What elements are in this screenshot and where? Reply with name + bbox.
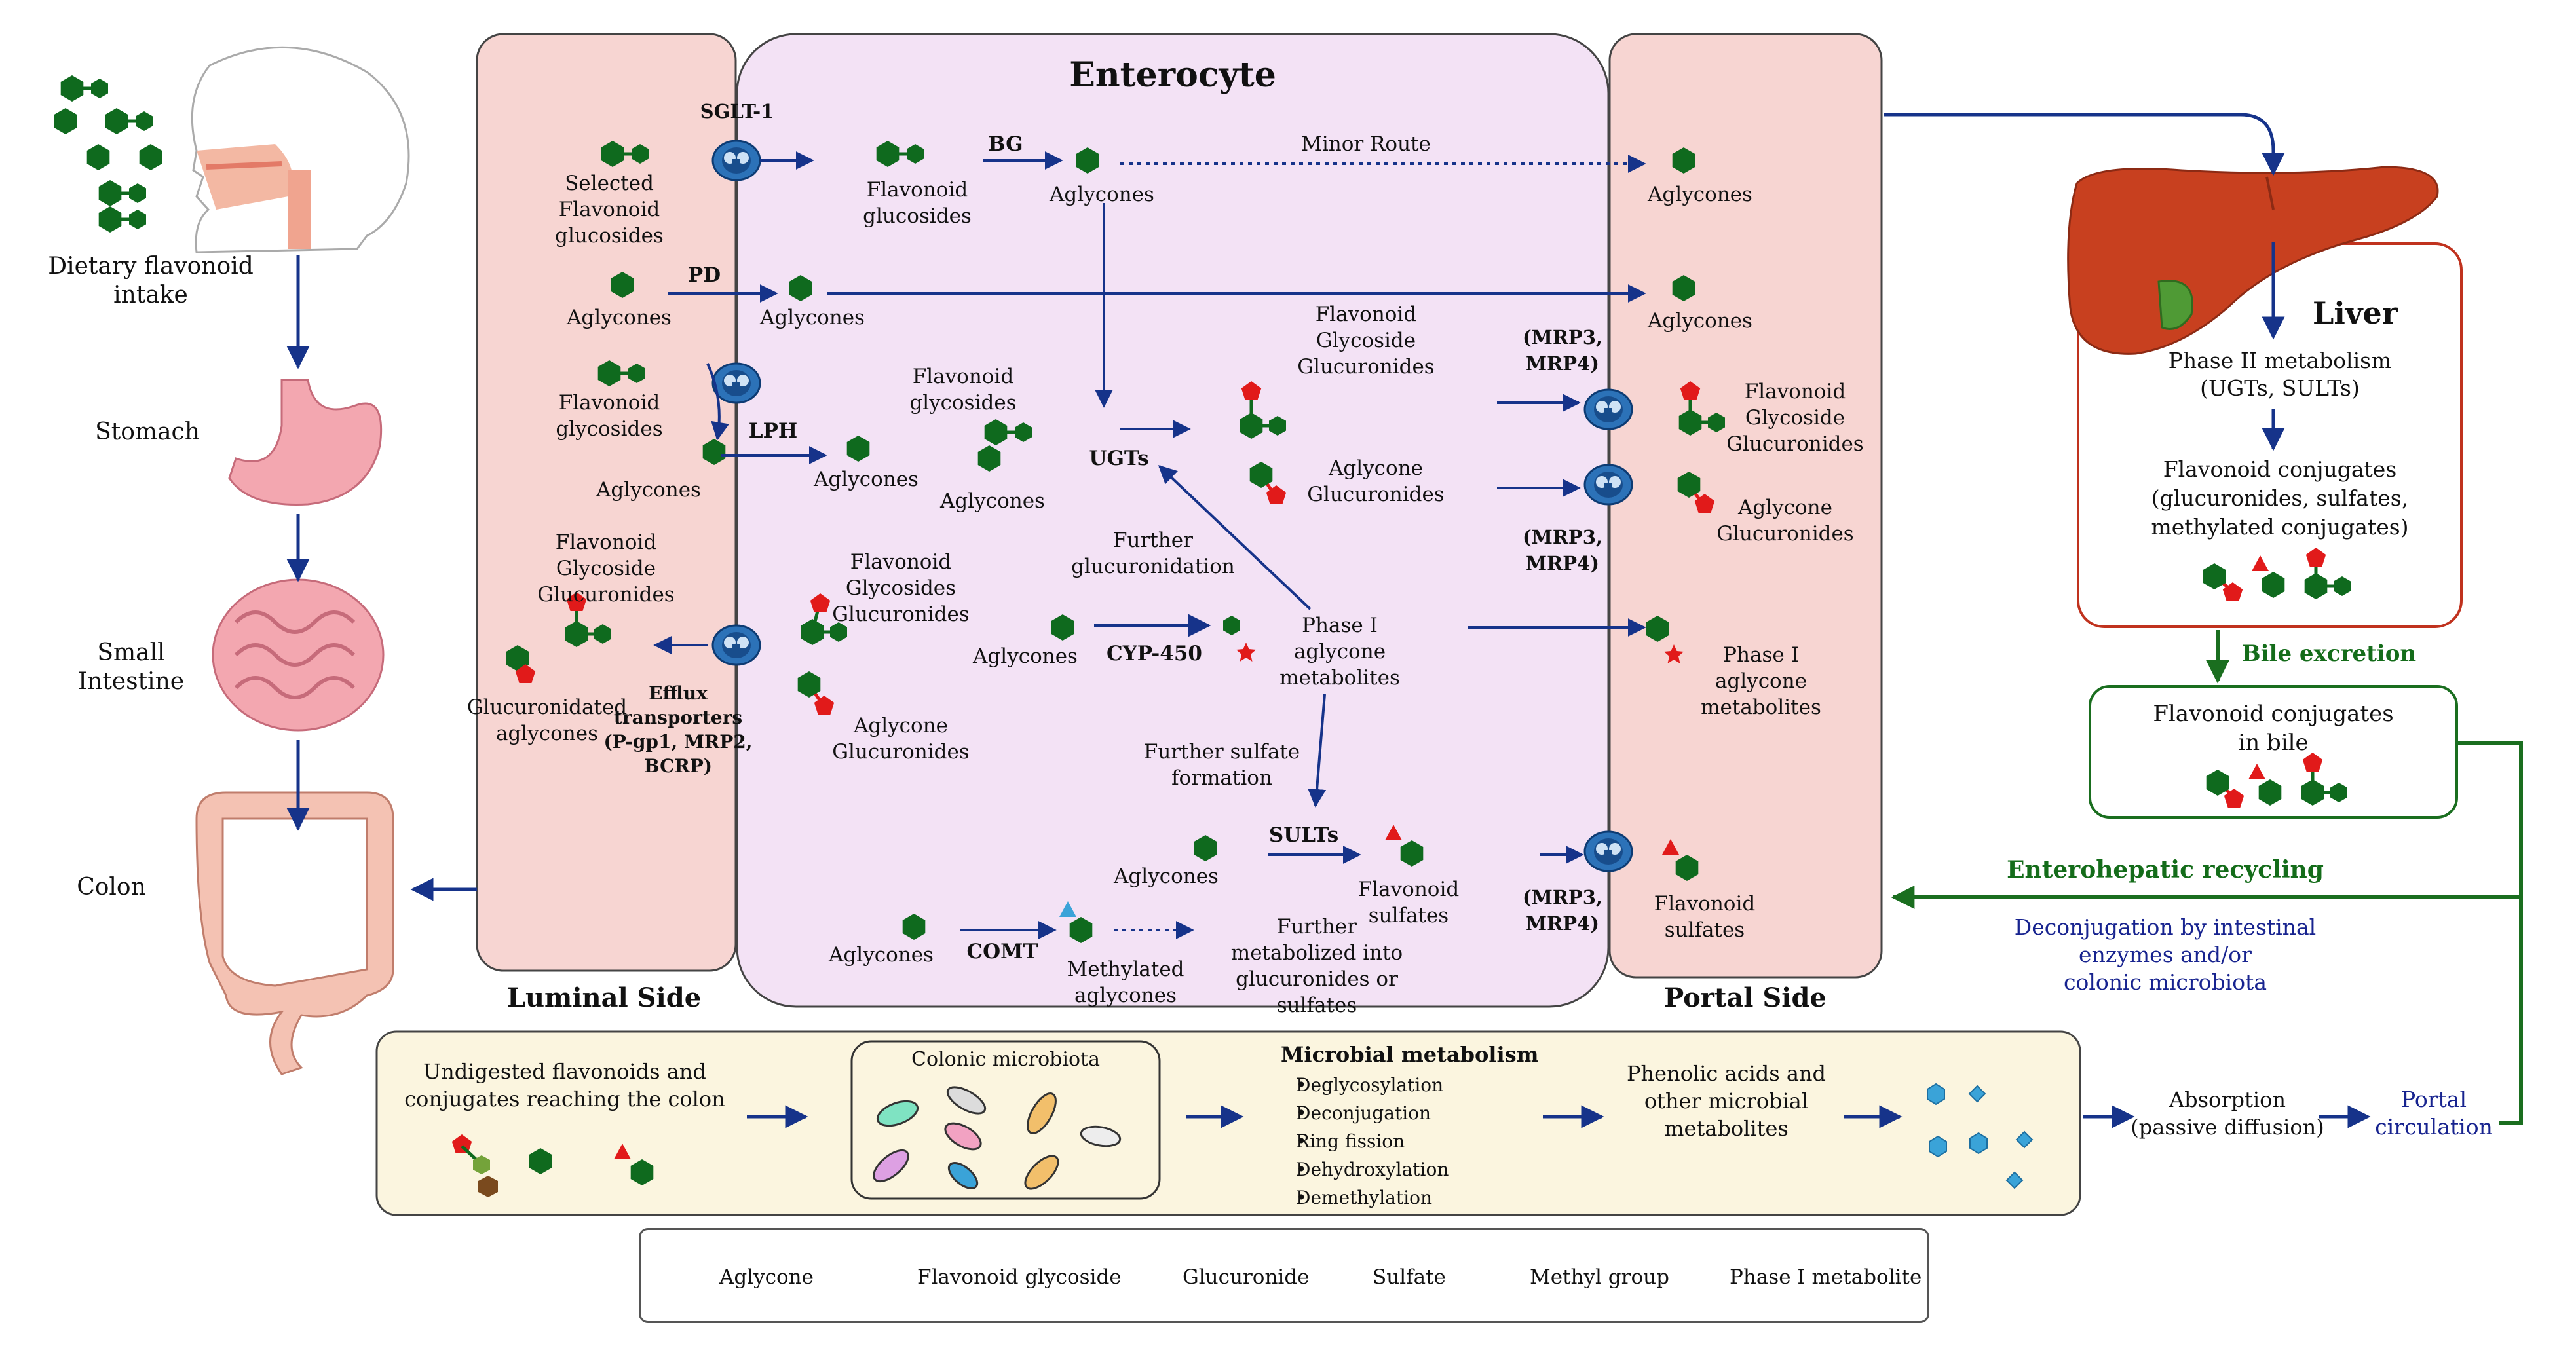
efflux-aglycone-glucuronides-label: Aglycone Glucuronides [832,714,970,764]
small-intestine-label: Small Intestine [77,639,185,695]
portal-phase1-label: Phase I aglycone metabolites [1701,643,1821,719]
mrp-label-3: (MRP3, MRP4) [1522,886,1603,935]
enterocyte-phase1-label: Phase I aglycone metabolites [1279,614,1400,690]
efflux-transporter-icon [711,624,761,666]
legend-sulfate-label: Sulfate [1373,1265,1446,1289]
sglt1-transporter-icon [711,140,761,181]
portal-side-title: Portal Side [1664,982,1827,1013]
comt-label: COMT [966,940,1038,963]
mrp-label-1: (MRP3, MRP4) [1522,326,1603,375]
enterocyte-sulfates-label: Flavonoid sulfates [1357,878,1460,927]
portal-sulfates-label: Flavonoid sulfates [1654,892,1756,942]
enterocyte-aglycones-lph-label: Aglycones [814,468,919,491]
efflux-transporters-label: Efflux transporters (P-gp1, MRP2, BCRP) [603,682,753,777]
efflux-glycosides-glucuronides-label: Flavonoid Glycosides Glucuronides [832,550,970,626]
phenolic-label: Phenolic acids and other microbial metab… [1627,1061,1826,1141]
stomach-illustration [228,379,383,506]
luminal-aglycones-lph-label: Aglycones [596,478,701,502]
microbial-step-4: Dehydroxylation [1296,1155,1449,1184]
stomach-label: Stomach [95,419,200,445]
lph-transporter-icon [711,362,761,404]
enterocyte-aglycones-sult-label: Aglycones [1114,865,1219,888]
enterocyte-aglycone-glucuronides-label: Aglycone Glucuronides [1307,457,1445,506]
microbial-step-1: Deglycosylation [1296,1071,1449,1099]
luminal-side-title: Luminal Side [506,982,702,1013]
enterocyte-aglycones-cyp-label: Aglycones [973,644,1078,668]
small-intestine-illustration [212,578,385,732]
bile-excretion-label: Bile excretion [2241,641,2417,667]
enterocyte-glucuronide-molecules [797,381,1287,715]
bile-conjugates-label: Flavonoid conjugates in bile [2153,701,2394,756]
further-metabolized-label: Further metabolized into glucuronides or… [1230,915,1403,1017]
legend-methyl-label: Methyl group [1530,1265,1669,1289]
absorption-label: Absorption (passive diffusion) [2131,1087,2324,1140]
mrp-transporter-2-icon [1583,464,1633,506]
enterocyte-aglycones-comt-label: Aglycones [829,943,934,967]
ugts-label: UGTs [1089,447,1149,470]
microbial-step-3: Ring fission [1296,1127,1449,1155]
legend-aglycone-label: Aglycone [719,1265,814,1289]
portal-glycoside-glucuronides-label: Flavonoid Glycoside Glucuronides [1726,380,1864,456]
sults-label: SULTs [1268,823,1339,847]
legend-phase1-label: Phase I metabolite [1730,1265,1922,1289]
further-glucuronidation-label: Further glucuronidation [1071,529,1235,578]
liver-title: Liver [2312,295,2398,331]
enterocyte-title: Enterocyte [1069,55,1276,95]
undigested-molecules [451,1134,654,1197]
legend-box [639,1228,1929,1323]
bacteria-icons [873,1086,1122,1190]
lph-label: LPH [748,419,798,443]
portal-aglycones-1-label: Aglycones [1648,183,1752,206]
liver-conjugates-label: Flavonoid conjugates (glucuronides, sulf… [2151,457,2409,540]
enterocyte-aglycones-mid-label: Aglycones [940,489,1045,513]
further-sulfate-label: Further sulfate formation [1143,740,1300,790]
portal-aglycones-2-label: Aglycones [1648,309,1752,333]
enterocyte-glycoside-glucuronides-label: Flavonoid Glycoside Glucuronides [1297,303,1435,379]
phase2-label: Phase II metabolism (UGTs, SULTs) [2168,348,2392,401]
methylated-aglycones-label: Methylated aglycones [1067,958,1184,1007]
phenolic-metabolite-icons [1927,1083,2034,1189]
selected-glucosides-label: Selected Flavonoid glucosides [555,172,664,248]
bile-conjugate-molecules [2206,753,2347,808]
dietary-flavonoid-hexagons [54,75,162,233]
mrp-label-2: (MRP3, MRP4) [1522,526,1603,574]
colonic-microbiota-label: Colonic microbiota [911,1048,1100,1071]
mrp-transporter-1-icon [1583,388,1633,430]
luminal-glycoside-glucuronides-label: Flavonoid Glycoside Glucuronides [537,531,675,606]
legend-glycoside-label: Flavonoid glycoside [917,1265,1122,1289]
luminal-glycosides-label: Flavonoid glycosides [556,391,663,441]
microbial-steps-list: Deglycosylation Deconjugation Ring fissi… [1278,1071,1449,1212]
enterocyte-glucosides-label: Flavonoid glucosides [863,178,972,228]
enterohepatic-label: Enterohepatic recycling [2007,856,2324,884]
cyp450-label: CYP-450 [1107,642,1202,665]
liver-conjugate-molecules [2203,548,2351,601]
pd-label: PD [687,263,721,287]
enterocyte-aglycones-bg-label: Aglycones [1050,183,1154,206]
mrp-transporter-3-icon [1583,830,1633,872]
microbial-step-5: Demethylation [1296,1184,1449,1212]
dietary-intake-label: Dietary flavonoid intake [48,253,254,308]
legend-glucuronide-label: Glucuronide [1183,1265,1310,1289]
glucuronidated-aglycones-label: Glucuronidated aglycones [466,696,628,745]
enterocyte-aglycones-pd-label: Aglycones [760,306,865,329]
microbial-metabolism-label: Microbial metabolism [1281,1042,1539,1067]
microbial-step-2: Deconjugation [1296,1099,1449,1127]
liver-illustration [2067,166,2439,355]
minor-route-label: Minor Route [1301,132,1431,156]
sglt1-label: SGLT-1 [700,100,774,122]
colon-label: Colon [77,874,146,901]
deconjugation-label: Deconjugation by intestinal enzymes and/… [2014,914,2317,995]
colon-illustration [195,791,394,1075]
portal-molecules [1646,381,1725,881]
portal-circulation-label: Portal circulation [2375,1087,2493,1140]
enterocyte-glycosides-label: Flavonoid glycosides [909,365,1017,415]
portal-aglycone-glucuronides-label: Aglycone Glucuronides [1716,496,1854,546]
bg-enzyme-label: BG [988,132,1023,156]
luminal-glucuronide-molecules [506,592,611,683]
luminal-aglycones-pd-label: Aglycones [567,306,672,329]
head-illustration [191,46,410,253]
undigested-label: Undigested flavonoids and conjugates rea… [404,1059,725,1111]
